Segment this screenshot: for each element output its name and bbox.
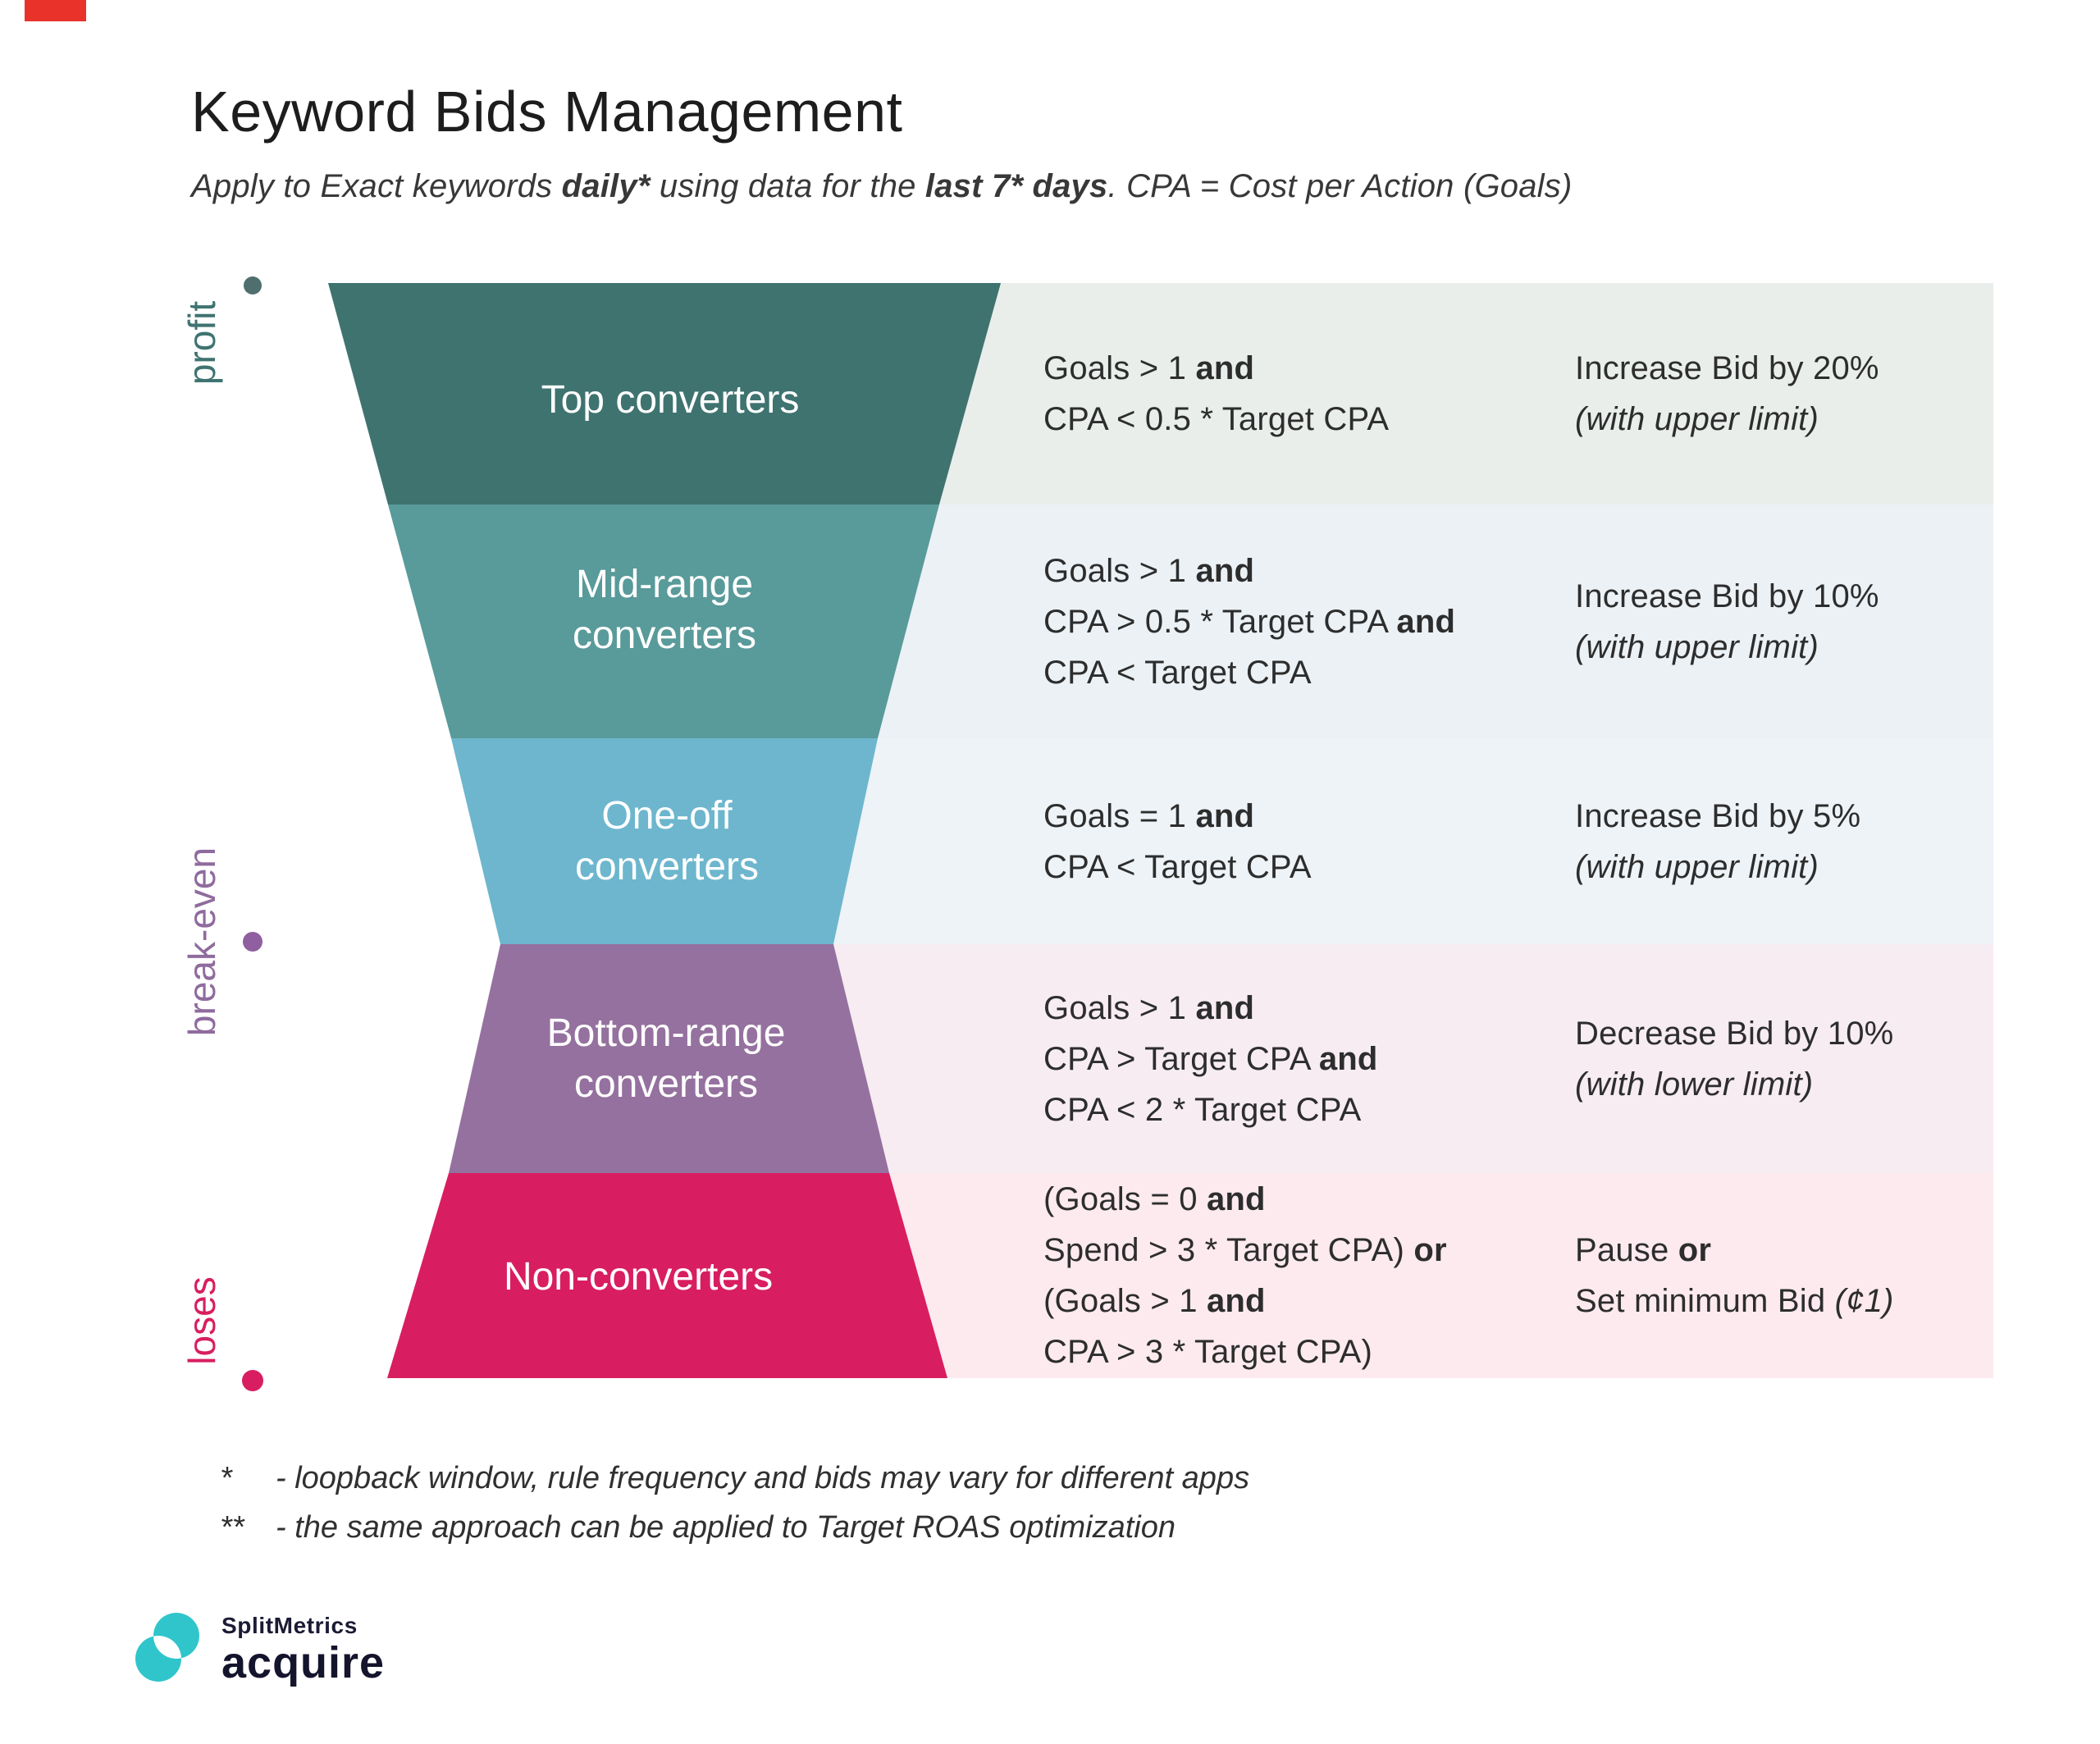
action-line: Increase Bid by 20% — [1575, 350, 1879, 386]
funnel-label-mid-range-1: Mid-range — [576, 563, 753, 606]
conditions-one-off: Goals = 1 and CPA < Target CPA — [1043, 738, 1312, 944]
conditions-mid-range: Goals > 1 and CPA > 0.5 * Target CPA and… — [1043, 504, 1455, 738]
logo-brand-name: SplitMetrics — [221, 1613, 358, 1638]
action-line: Set minimum Bid (¢1) — [1575, 1283, 1894, 1319]
action-bottom-range: Decrease Bid by 10% (with lower limit) — [1575, 944, 1893, 1173]
funnel-bottom-range — [449, 944, 889, 1173]
condition-line: Spend > 3 * Target CPA) or — [1043, 1232, 1447, 1268]
funnel-label-bottom-range-2: converters — [574, 1062, 758, 1106]
footnote-1: * - loopback window, rule frequency and … — [220, 1454, 1249, 1503]
funnel-label-mid-range-2: converters — [573, 614, 756, 657]
condition-line: CPA < Target CPA — [1043, 654, 1312, 691]
funnel-label-one-off-2: converters — [575, 845, 759, 888]
axis-label-loses: loses — [180, 1276, 223, 1364]
action-line: Pause or — [1575, 1232, 1712, 1268]
action-one-off: Increase Bid by 5% (with upper limit) — [1575, 738, 1860, 944]
action-line: Increase Bid by 5% — [1575, 797, 1861, 834]
footnote-2: ** - the same approach can be applied to… — [220, 1503, 1249, 1552]
corner-red-artifact — [25, 0, 86, 21]
funnel-non-converters — [387, 1173, 947, 1378]
axis-label-break-even: break-even — [180, 847, 223, 1036]
splitmetrics-acquire-logo: SplitMetrics acquire — [125, 1606, 385, 1691]
condition-line: (Goals > 1 and — [1043, 1283, 1266, 1319]
action-mid-range: Increase Bid by 10% (with upper limit) — [1575, 504, 1879, 738]
condition-line: Goals > 1 and — [1043, 350, 1255, 386]
condition-line: CPA > 3 * Target CPA) — [1043, 1334, 1373, 1370]
action-line: Increase Bid by 10% — [1575, 578, 1879, 614]
action-line: (with upper limit) — [1575, 628, 1819, 665]
funnel-one-off — [451, 738, 878, 944]
condition-line: Goals > 1 and — [1043, 552, 1255, 589]
logo-product-name: acquire — [221, 1638, 386, 1687]
condition-line: CPA < Target CPA — [1043, 848, 1312, 885]
conditions-non-converters: (Goals = 0 and Spend > 3 * Target CPA) o… — [1043, 1173, 1447, 1378]
conditions-top-converters: Goals > 1 and CPA < 0.5 * Target CPA — [1043, 283, 1389, 504]
footnotes: * - loopback window, rule frequency and … — [220, 1454, 1249, 1552]
condition-line: CPA < 2 * Target CPA — [1043, 1091, 1362, 1128]
funnel-top-converters — [328, 283, 1001, 504]
funnel-label-top-converters: Top converters — [541, 378, 800, 422]
funnel-mid-range — [388, 504, 939, 738]
conditions-bottom-range: Goals > 1 and CPA > Target CPA and CPA <… — [1043, 944, 1378, 1173]
action-top-converters: Increase Bid by 20% (with upper limit) — [1575, 283, 1879, 504]
funnel-label-bottom-range-1: Bottom-range — [547, 1011, 786, 1055]
action-line: (with upper limit) — [1575, 848, 1819, 885]
condition-line: CPA > 0.5 * Target CPA and — [1043, 603, 1456, 640]
footnote-text: - the same approach can be applied to Ta… — [276, 1510, 1176, 1545]
condition-line: CPA > Target CPA and — [1043, 1040, 1378, 1077]
action-line: Decrease Bid by 10% — [1575, 1015, 1894, 1052]
condition-line: Goals > 1 and — [1043, 989, 1255, 1026]
funnel-label-non-converters: Non-converters — [504, 1255, 773, 1299]
axis-dot-profit — [244, 276, 262, 294]
funnel-label-one-off-1: One-off — [601, 794, 733, 838]
action-line: (with upper limit) — [1575, 401, 1819, 437]
condition-line: CPA < 0.5 * Target CPA — [1043, 401, 1390, 437]
venn-circles-path — [135, 1613, 200, 1682]
axis-label-profit: profit — [180, 301, 223, 385]
venn-circles-icon — [135, 1613, 200, 1682]
action-line: (with lower limit) — [1575, 1066, 1814, 1103]
footnote-marker: ** — [220, 1510, 244, 1545]
footnote-marker: * — [220, 1461, 232, 1495]
page-title: Keyword Bids Management — [191, 80, 903, 144]
footnote-text: - loopback window, rule frequency and bi… — [276, 1461, 1250, 1495]
logo-text: SplitMetrics acquire — [221, 1606, 385, 1685]
action-non-converters: Pause or Set minimum Bid (¢1) — [1575, 1173, 1894, 1378]
axis-dot-break-even — [243, 932, 262, 952]
condition-line: (Goals = 0 and — [1043, 1181, 1266, 1217]
page-subtitle: Apply to Exact keywords daily* using dat… — [191, 168, 1573, 204]
axis-dot-loses — [242, 1370, 263, 1391]
condition-line: Goals = 1 and — [1043, 797, 1255, 834]
